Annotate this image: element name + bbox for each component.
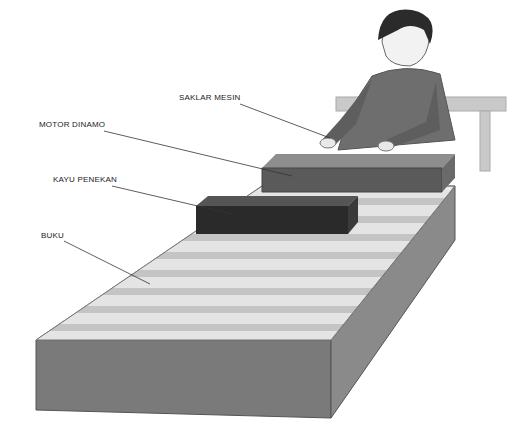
part-label: KAYU PENEKAN [52, 175, 118, 184]
part-label: MOTOR DINAMO [38, 120, 106, 129]
base-box [0, 186, 510, 418]
person [320, 10, 455, 151]
part-label: SAKLAR MESIN [178, 93, 242, 102]
pressing-wood [196, 196, 358, 234]
motor-box [262, 154, 455, 192]
leader-lines [64, 104, 330, 284]
part-label: BUKU [40, 231, 65, 240]
